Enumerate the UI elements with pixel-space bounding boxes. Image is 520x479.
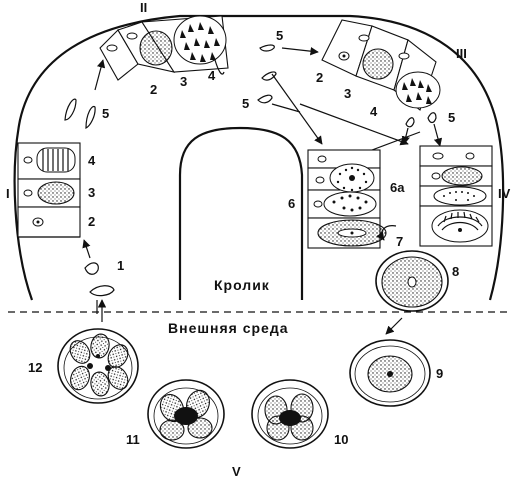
- stage-IV: IV: [498, 186, 511, 201]
- num-4-top: 4: [208, 68, 216, 83]
- num-2-left: 2: [88, 214, 95, 229]
- label-environment: Внешняя среда: [168, 320, 289, 336]
- epithelium-middle: [307, 149, 387, 249]
- num-8: 8: [452, 264, 459, 279]
- num-9: 9: [436, 366, 443, 381]
- sporozoites-1: [84, 262, 115, 314]
- stage-II: II: [140, 0, 147, 15]
- stage-I: I: [6, 186, 10, 201]
- num-6a: 6а: [390, 180, 405, 195]
- epithelium-right-top: [321, 19, 441, 111]
- num-3-left: 3: [88, 185, 95, 200]
- host-outline: [13, 14, 505, 301]
- num-5-top: 5: [276, 28, 283, 43]
- num-11: 11: [126, 432, 140, 447]
- num-1: 1: [117, 258, 124, 273]
- num-6: 6: [288, 196, 295, 211]
- num-5-left: 5: [102, 106, 109, 121]
- epithelium-right: [419, 145, 493, 247]
- oocyst-8: [375, 250, 449, 312]
- num-4-left: 4: [88, 153, 96, 168]
- num-12: 12: [28, 360, 42, 375]
- stage-III: III: [456, 46, 467, 61]
- oocyst-12: [57, 328, 139, 404]
- oocyst-9: [349, 339, 431, 407]
- num-5-right: 5: [448, 110, 455, 125]
- num-5-mid: 5: [242, 96, 249, 111]
- num-4-right: 4: [370, 104, 378, 119]
- num-3-right: 3: [344, 86, 351, 101]
- num-2-top: 2: [150, 82, 157, 97]
- stage-V: V: [232, 464, 241, 479]
- num-7: 7: [396, 234, 403, 249]
- num-3-top: 3: [180, 74, 187, 89]
- inner-arch: [178, 126, 304, 300]
- num-2-right: 2: [316, 70, 323, 85]
- epithelium-top: [99, 15, 229, 81]
- num-10: 10: [334, 432, 348, 447]
- merozoites-left: [64, 98, 96, 129]
- oocyst-11: [147, 379, 225, 449]
- label-host: Кролик: [214, 277, 270, 293]
- epithelium-left: [17, 142, 81, 238]
- oocyst-10: [251, 379, 329, 449]
